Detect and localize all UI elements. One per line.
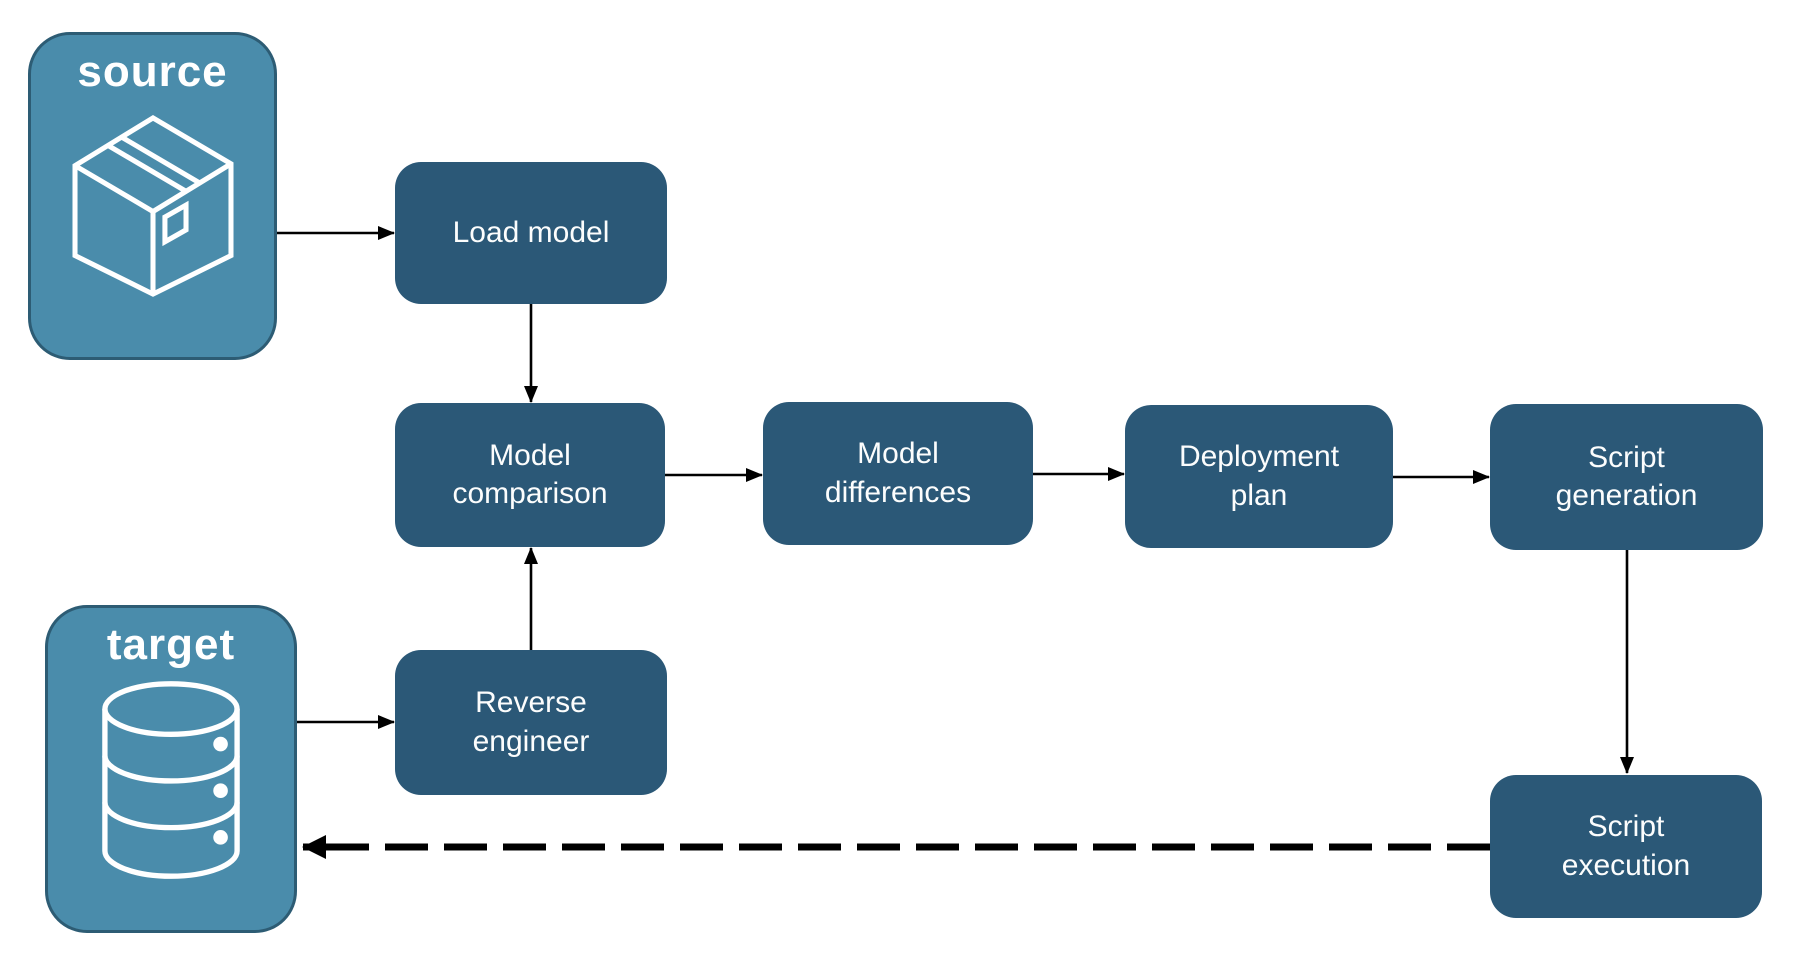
node-deployment-plan: Deployment plan xyxy=(1125,405,1393,548)
node-label: Model differences xyxy=(824,437,972,509)
node-model-differences: Model differences xyxy=(763,402,1033,545)
database-icon xyxy=(102,681,240,879)
node-model-comparison: Model comparison xyxy=(395,403,665,547)
node-label: Load model xyxy=(452,215,610,249)
node-label: Reverse engineer xyxy=(472,686,590,758)
node-load-model: Load model xyxy=(395,162,667,304)
package-icon xyxy=(71,114,234,297)
source-container: source xyxy=(28,32,277,360)
node-label: Deployment plan xyxy=(1178,440,1340,512)
target-title: target xyxy=(106,620,236,669)
target-container: target xyxy=(45,605,297,933)
node-reverse-engineer: Reverse engineer xyxy=(395,650,667,795)
node-script-execution: Script execution xyxy=(1490,775,1762,918)
node-label: Script generation xyxy=(1555,440,1698,512)
source-title: source xyxy=(77,47,228,96)
node-label: Model comparison xyxy=(452,438,608,510)
node-label: Script execution xyxy=(1561,810,1691,882)
node-script-generation: Script generation xyxy=(1490,404,1763,550)
